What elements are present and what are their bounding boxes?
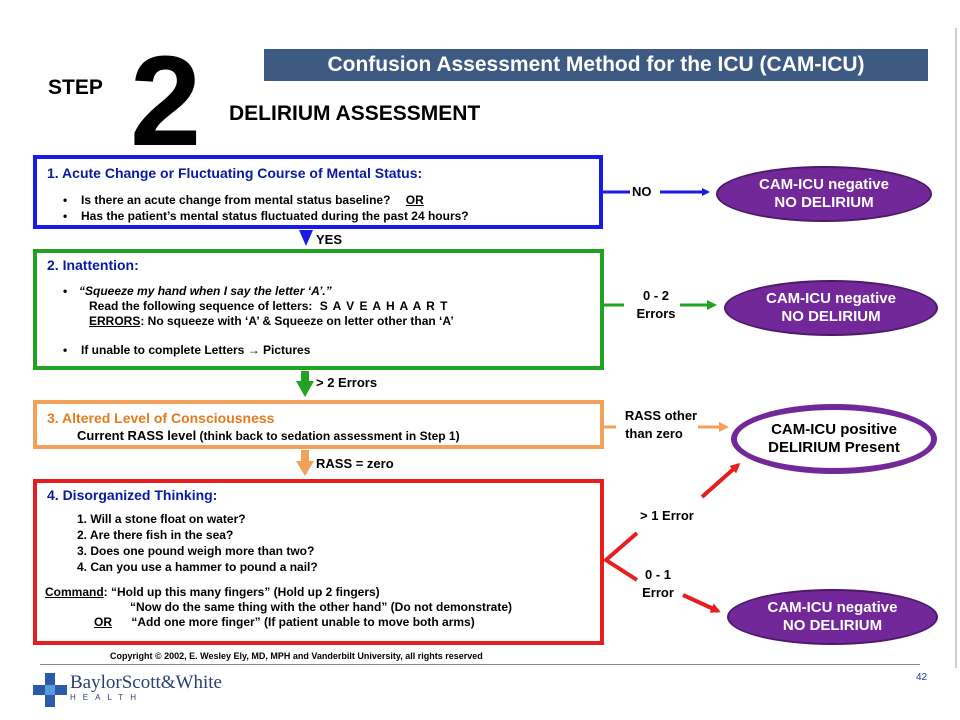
bullet-dot: • xyxy=(63,209,68,223)
copyright-notice: Copyright © 2002, E. Wesley Ely, MD, MPH… xyxy=(110,651,483,661)
label-yes: YES xyxy=(316,232,343,247)
box3-rass-rest: (think back to sedation assessment in St… xyxy=(196,429,460,443)
label-errors: Errors xyxy=(636,306,676,321)
box-acute-change: 1. Acute Change or Fluctuating Course of… xyxy=(33,155,603,229)
outcome-negative-1-line1: CAM-ICU negative xyxy=(758,176,889,193)
box4-question-3: 3. Does one pound weigh more than two? xyxy=(77,544,315,558)
box-inattention-title: 2. Inattention: xyxy=(47,257,139,273)
label-rass-zero: RASS = zero xyxy=(316,456,394,471)
arrow-yes xyxy=(299,230,313,246)
label-0-2: 0 - 2 xyxy=(642,288,669,303)
bullet-dot: • xyxy=(63,284,68,298)
arrow-rass-zero-head xyxy=(296,461,314,476)
outcome-negative-2-line1: CAM-ICU negative xyxy=(765,290,896,307)
box4-or-label: OR xyxy=(94,615,112,629)
page-number: 42 xyxy=(916,672,928,683)
box2-quote: “Squeeze my hand when I say the letter ‘… xyxy=(79,284,332,298)
logo-subtitle: HEALTH xyxy=(70,693,143,702)
box1-bullet1-text: Is there an acute change from mental sta… xyxy=(81,193,391,207)
label-than-zero: than zero xyxy=(625,426,683,441)
box2-read-line: Read the following sequence of letters: … xyxy=(89,299,449,313)
baylor-cross-icon xyxy=(33,673,67,707)
box4-command-1: Command: “Hold up this many fingers” (Ho… xyxy=(45,585,380,599)
box4-question-4: 4. Can you use a hammer to pound a nail? xyxy=(77,560,318,574)
banner-title: Confusion Assessment Method for the ICU … xyxy=(264,49,928,81)
outcome-negative-3-line1: CAM-ICU negative xyxy=(767,599,898,616)
box-inattention: 2. Inattention: • “Squeeze my hand when … xyxy=(33,249,604,370)
box-disorganized-thinking: 4. Disorganized Thinking: 1. Will a ston… xyxy=(33,479,604,645)
box-disorganized-title: 4. Disorganized Thinking: xyxy=(47,487,218,503)
arrow-gt1-error xyxy=(700,463,741,499)
footer-divider xyxy=(40,664,920,665)
box-acute-change-title: 1. Acute Change or Fluctuating Course of… xyxy=(47,165,423,181)
arrow-gt2-errors-head xyxy=(296,381,314,397)
label-rass-other: RASS other xyxy=(624,408,698,423)
box4-command-2: “Now do the same thing with the other ha… xyxy=(130,600,512,614)
box1-or-label: OR xyxy=(405,193,424,207)
box2-errors-text: : No squeeze with ‘A’ & Squeeze on lette… xyxy=(140,314,454,328)
box3-rass-line: Current RASS level (think back to sedati… xyxy=(77,428,460,443)
arrow-gt2-errors-shaft xyxy=(301,371,309,382)
outcome-negative-2-line2: NO DELIRIUM xyxy=(781,308,881,325)
box2-unable: If unable to complete Letters → Pictures xyxy=(81,343,311,357)
outcome-negative-3: CAM-ICU negative NO DELIRIUM xyxy=(727,589,938,645)
box4-question-2: 2. Are there fish in the sea? xyxy=(77,528,234,542)
label-0-1: 0 - 1 xyxy=(644,567,671,582)
outcome-negative-3-line2: NO DELIRIUM xyxy=(782,617,883,634)
box4-question-1: 1. Will a stone float on water? xyxy=(77,512,246,526)
logo-wordmark: BaylorScott&White xyxy=(70,672,222,693)
outcome-negative-1-line2: NO DELIRIUM xyxy=(774,194,874,211)
right-edge-line xyxy=(955,28,957,668)
box2-letters: S A V E A H A A R T xyxy=(319,299,449,313)
box-consciousness: 3. Altered Level of Consciousness Curren… xyxy=(33,400,604,449)
outcome-positive-line2: DELIRIUM Present xyxy=(768,439,900,456)
section-title: DELIRIUM ASSESSMENT xyxy=(229,102,481,125)
box2-errors-label: ERRORS xyxy=(89,314,141,328)
box4-command-label: Command xyxy=(45,585,104,599)
box4-command-1-text: : “Hold up this many fingers” (Hold up 2… xyxy=(103,585,380,599)
label-error: Error xyxy=(642,585,674,600)
label-gt1-error: > 1 Error xyxy=(640,508,694,523)
outcome-negative-1: CAM-ICU negative NO DELIRIUM xyxy=(716,166,932,222)
box2-read-text: Read the following sequence of letters: xyxy=(89,299,313,313)
label-gt2-errors: > 2 Errors xyxy=(316,375,378,390)
arrow-rass-zero-shaft xyxy=(301,450,309,462)
box-consciousness-title: 3. Altered Level of Consciousness xyxy=(47,410,275,426)
step-number: 2 xyxy=(130,30,202,173)
box4-command-3-text: “Add one more finger” (If patient unable… xyxy=(131,615,475,629)
bullet-dot: • xyxy=(63,193,68,207)
outcome-positive-line1: CAM-ICU positive xyxy=(771,421,897,438)
box1-bullet1: Is there an acute change from mental sta… xyxy=(81,193,424,207)
outcome-positive: CAM-ICU positive DELIRIUM Present xyxy=(731,404,937,474)
box1-bullet2: Has the patient’s mental status fluctuat… xyxy=(81,209,469,223)
box2-errors-line: ERRORS: No squeeze with ‘A’ & Squeeze on… xyxy=(89,314,454,328)
label-no: NO xyxy=(632,184,652,199)
arrow-box4-fork xyxy=(602,531,639,582)
box3-rass-bold: Current RASS level xyxy=(77,428,197,443)
outcome-negative-2: CAM-ICU negative NO DELIRIUM xyxy=(724,280,938,336)
arrow-0-1-error xyxy=(682,593,721,613)
bullet-dot: • xyxy=(63,343,68,357)
box4-command-3: OR “Add one more finger” (If patient una… xyxy=(94,615,475,629)
step-label: STEP xyxy=(48,76,103,99)
